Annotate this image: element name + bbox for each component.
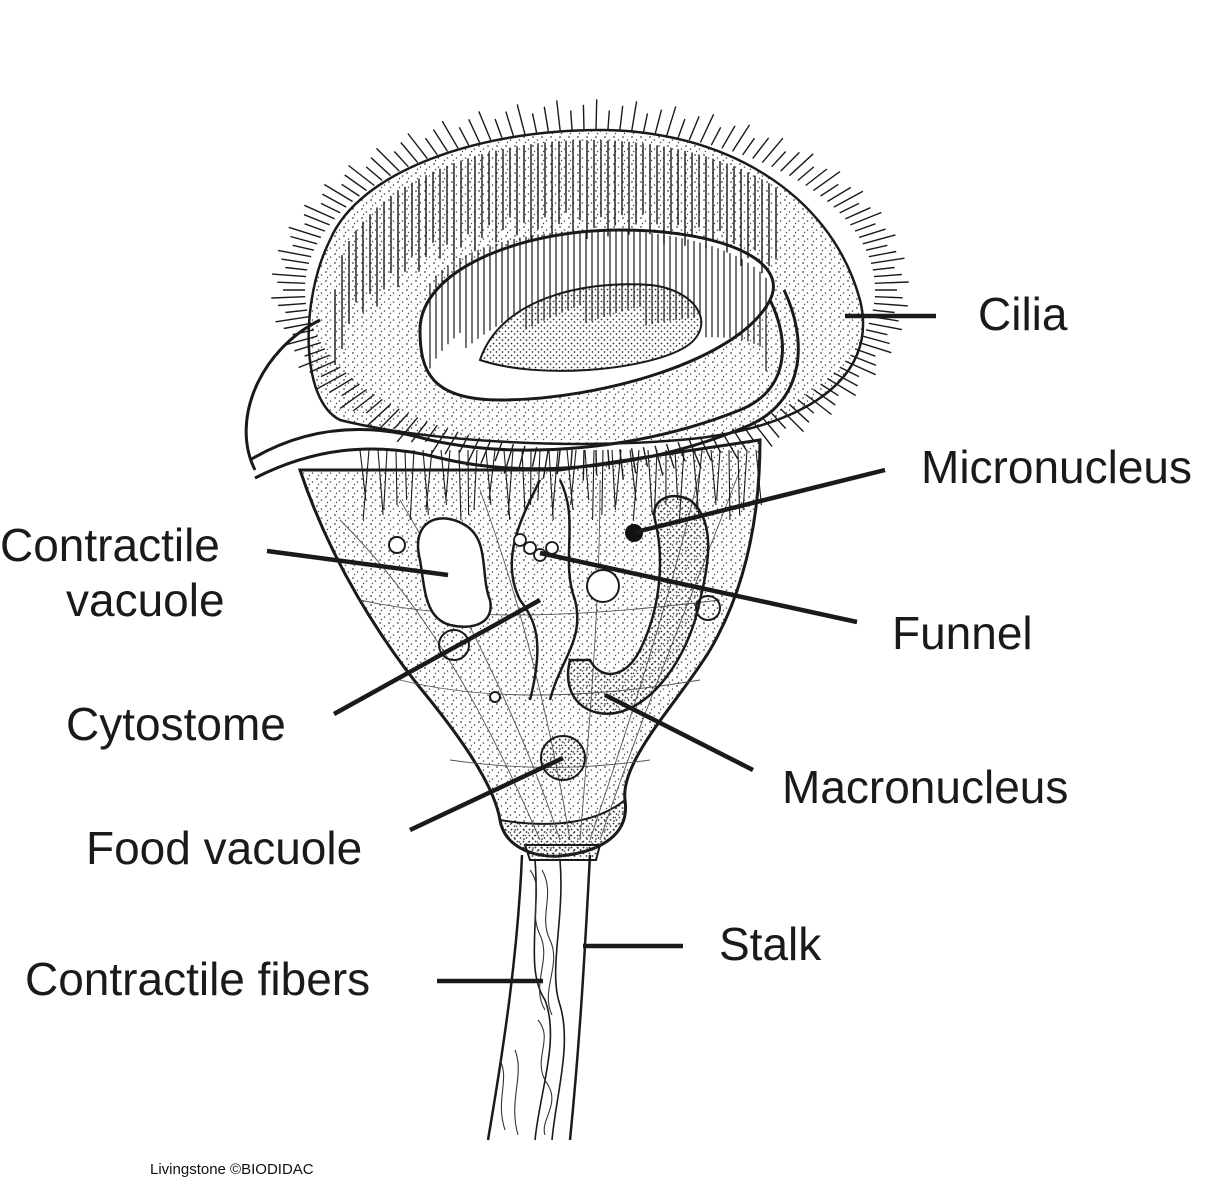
label-funnel: Funnel	[892, 606, 1033, 661]
leader-contractile-vacuole	[267, 551, 448, 575]
label-contractile-vacuole-1: Contractile	[0, 518, 220, 573]
label-stalk: Stalk	[719, 917, 821, 972]
credit-text: Livingstone ©BIODIDAC	[150, 1161, 314, 1178]
label-cilia: Cilia	[978, 287, 1067, 342]
leader-cytostome	[334, 600, 540, 714]
leader-micronucleus	[636, 470, 885, 532]
label-contractile-vacuole-2: vacuole	[66, 573, 225, 628]
leader-funnel	[540, 553, 857, 622]
label-macronucleus: Macronucleus	[782, 760, 1068, 815]
label-contractile-fibers: Contractile fibers	[25, 952, 370, 1007]
label-food-vacuole: Food vacuole	[86, 821, 362, 876]
label-cytostome: Cytostome	[66, 697, 286, 752]
leader-macronucleus	[605, 695, 753, 770]
leader-food-vacuole	[410, 758, 563, 830]
label-micronucleus: Micronucleus	[921, 440, 1192, 495]
